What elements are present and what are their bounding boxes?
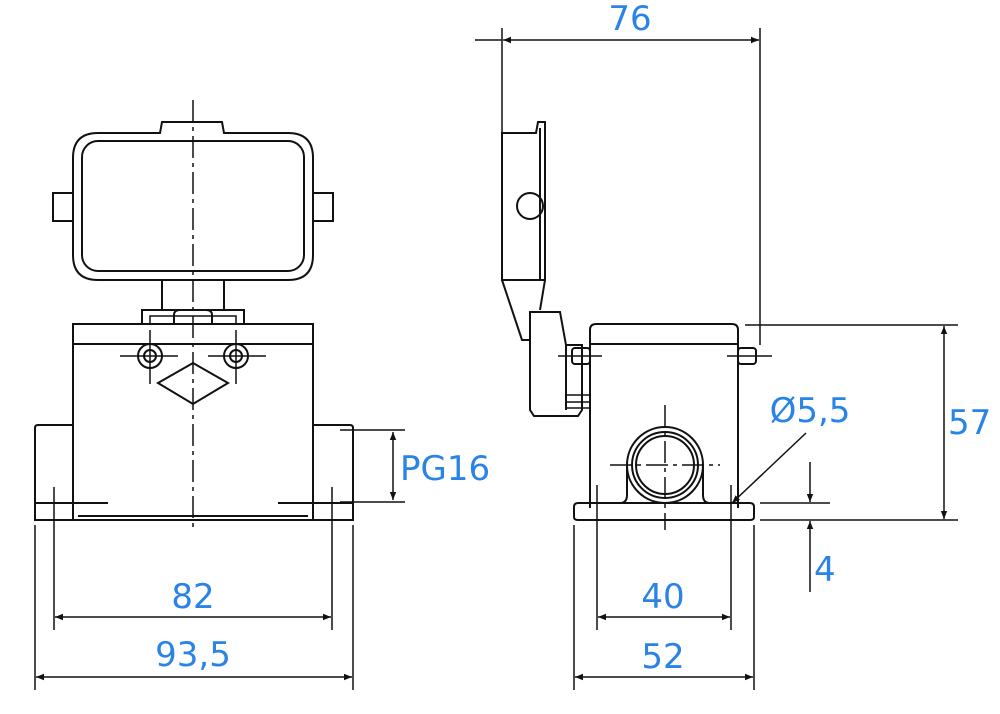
front-base xyxy=(34,424,354,530)
dim-93-5-label: 93,5 xyxy=(155,635,231,675)
dim-57-label: 57 xyxy=(948,403,991,443)
dim-hole-diameter-label: Ø5,5 xyxy=(770,391,851,431)
front-view xyxy=(34,100,354,530)
front-dimensions xyxy=(34,429,405,690)
side-housing xyxy=(558,323,772,535)
side-lid xyxy=(501,121,546,341)
side-dimensions xyxy=(475,28,958,690)
dim-pg16-label: PG16 xyxy=(400,449,490,489)
dim-52-label: 52 xyxy=(641,637,684,677)
dim-82-label: 82 xyxy=(171,577,214,617)
dim-40-label: 40 xyxy=(641,577,684,617)
dim-76-label: 76 xyxy=(608,0,651,39)
dim-4-label: 4 xyxy=(814,550,836,590)
side-view xyxy=(501,121,772,535)
